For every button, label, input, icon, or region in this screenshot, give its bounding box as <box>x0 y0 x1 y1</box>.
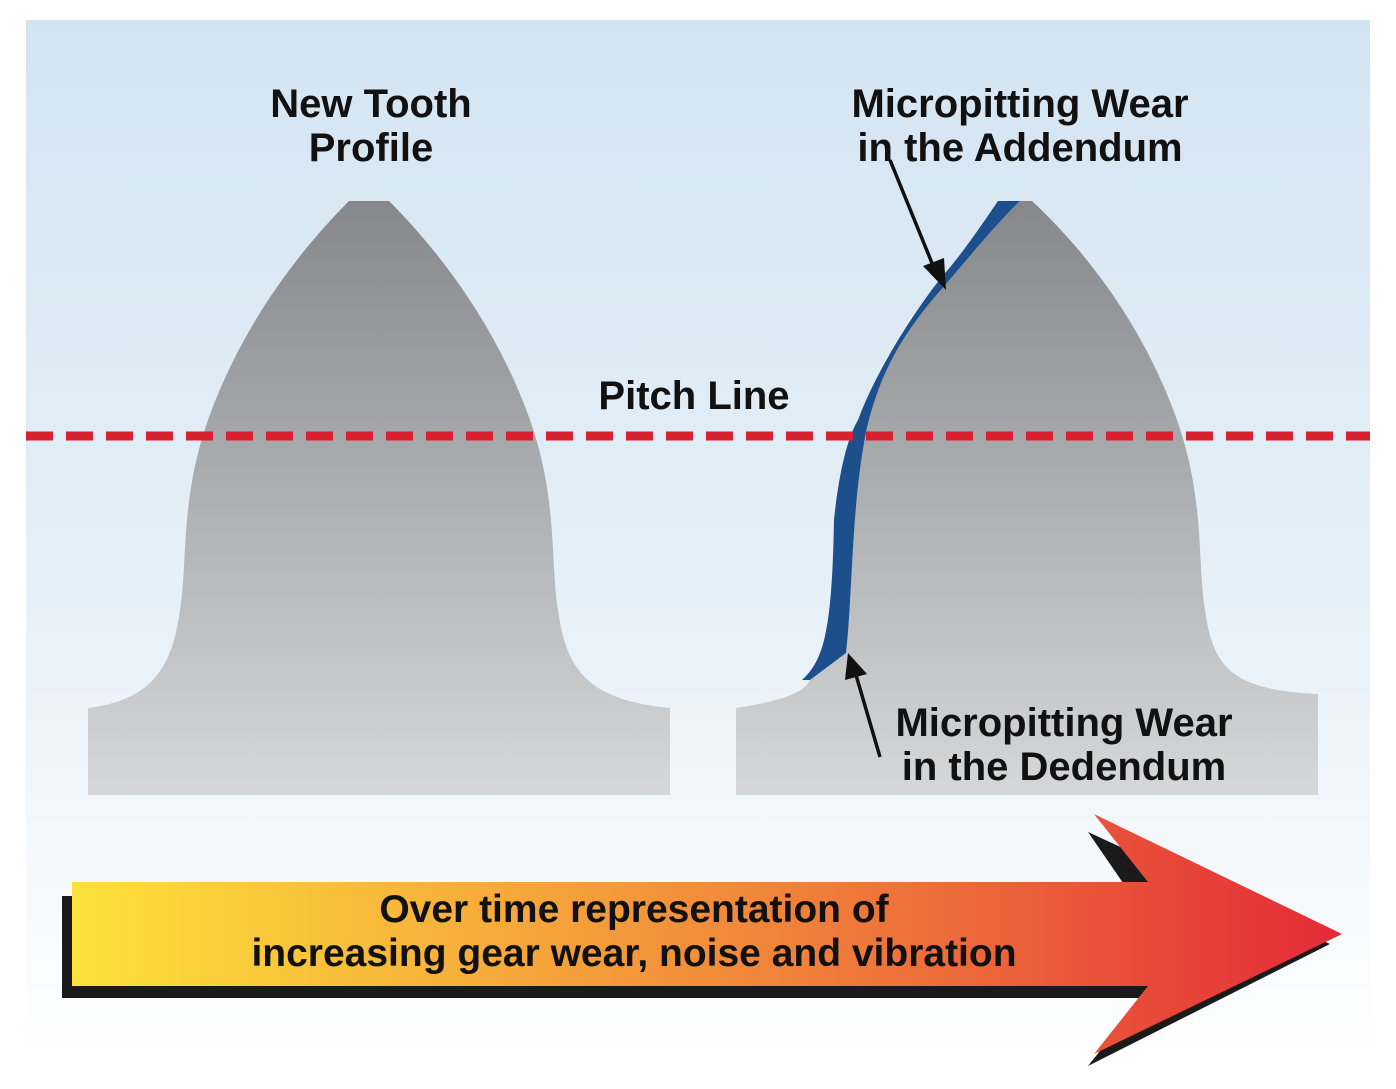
addendum-arrowhead-icon <box>923 258 946 290</box>
new-tooth-label-line2: Profile <box>309 126 433 170</box>
pitch-line-label: Pitch Line <box>598 374 789 418</box>
time-arrow-text-line2: increasing gear wear, noise and vibratio… <box>251 932 1016 975</box>
addendum-pointer-arrow <box>888 159 936 269</box>
addendum-label-line2: in the Addendum <box>857 126 1182 170</box>
dedendum-arrowhead-icon <box>845 653 867 680</box>
dedendum-label-line1: Micropitting Wear <box>895 701 1232 745</box>
time-arrow <box>72 814 1342 1054</box>
new-tooth-label-line1: New Tooth <box>270 82 471 126</box>
dedendum-label-line2: in the Dedendum <box>902 745 1226 789</box>
dedendum-pointer-arrow <box>854 674 882 758</box>
time-arrow-text-line1: Over time representation of <box>379 888 889 931</box>
worn-tooth-shape <box>736 201 1318 795</box>
addendum-label-line1: Micropitting Wear <box>851 82 1188 126</box>
new-tooth-shape <box>88 201 670 795</box>
